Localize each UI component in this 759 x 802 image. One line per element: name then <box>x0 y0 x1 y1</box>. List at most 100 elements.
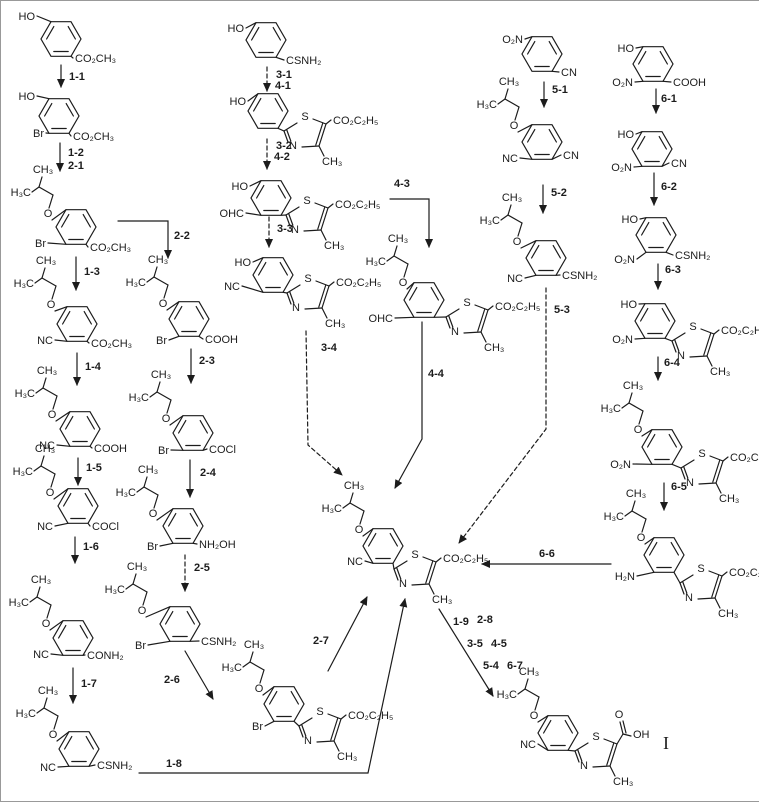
svg-text:CO₂C₂H₅: CO₂C₂H₅ <box>336 277 381 289</box>
svg-text:S: S <box>304 273 311 285</box>
svg-text:H₃C: H₃C <box>11 187 31 199</box>
svg-text:COCl: COCl <box>209 444 236 456</box>
step-label-1-5: 1-5 <box>86 462 102 474</box>
svg-text:CH₃: CH₃ <box>37 365 57 377</box>
svg-text:CSNH₂: CSNH₂ <box>97 760 132 772</box>
svg-text:CH₃: CH₃ <box>718 608 738 620</box>
step-label-1-8: 1-8 <box>166 758 182 770</box>
svg-text:CO₂C₂H₅: CO₂C₂H₅ <box>443 553 488 565</box>
svg-text:CH₃: CH₃ <box>35 443 55 455</box>
svg-text:CSNH₂: CSNH₂ <box>562 270 597 282</box>
svg-text:NC: NC <box>40 762 56 774</box>
step-label-1-2: 1-2 <box>68 147 84 159</box>
svg-text:N: N <box>304 735 312 747</box>
svg-text:CN: CN <box>671 158 687 170</box>
svg-text:S: S <box>411 549 418 561</box>
step-label-5-1: 5-1 <box>552 84 568 96</box>
svg-text:H₃C: H₃C <box>13 466 33 478</box>
svg-text:H₃C: H₃C <box>105 584 125 596</box>
svg-text:CO₂C₂H₅: CO₂C₂H₅ <box>335 199 380 211</box>
step-label-3-4: 3-4 <box>321 342 338 354</box>
svg-text:Br: Br <box>147 541 158 553</box>
svg-text:HO: HO <box>622 214 639 226</box>
svg-text:O: O <box>48 409 57 421</box>
step-label-4-5: 4-5 <box>491 638 507 650</box>
svg-text:O₂N: O₂N <box>612 334 633 346</box>
svg-text:H₂N: H₂N <box>615 571 635 583</box>
svg-text:N: N <box>686 477 694 489</box>
svg-text:Br: Br <box>156 335 167 347</box>
svg-text:CH₃: CH₃ <box>502 192 522 204</box>
step-label-2-8: 2-8 <box>477 614 493 626</box>
step-label-2-6: 2-6 <box>164 674 180 686</box>
svg-text:O: O <box>399 277 408 289</box>
svg-text:H₃C: H₃C <box>222 662 242 674</box>
svg-text:NC: NC <box>507 273 523 285</box>
svg-text:NC: NC <box>347 556 363 568</box>
svg-text:CO₂C₂H₅: CO₂C₂H₅ <box>721 325 759 337</box>
svg-text:H₃C: H₃C <box>477 99 497 111</box>
svg-text:H₃C: H₃C <box>601 403 621 415</box>
svg-text:S: S <box>697 563 704 575</box>
svg-text:S: S <box>301 111 308 123</box>
svg-text:N: N <box>451 326 459 338</box>
svg-text:O: O <box>637 532 646 544</box>
svg-text:O: O <box>44 208 53 220</box>
svg-text:HO: HO <box>19 11 36 23</box>
svg-text:CO₂CH₃: CO₂CH₃ <box>91 338 132 350</box>
step-label-1-3: 1-3 <box>84 266 100 278</box>
svg-text:CH₃: CH₃ <box>626 488 646 500</box>
svg-text:CH₃: CH₃ <box>344 480 364 492</box>
svg-text:O: O <box>615 709 624 721</box>
svg-text:H₃C: H₃C <box>16 708 36 720</box>
svg-text:CO₂C₂H₅: CO₂C₂H₅ <box>333 115 378 127</box>
svg-text:NC: NC <box>502 153 518 165</box>
svg-text:O: O <box>162 413 171 425</box>
svg-text:O: O <box>42 618 51 630</box>
svg-text:CSNH₂: CSNH₂ <box>201 636 236 648</box>
svg-text:O: O <box>530 710 539 722</box>
svg-text:O: O <box>510 120 519 132</box>
svg-text:NC: NC <box>33 649 49 661</box>
svg-text:O: O <box>138 605 147 617</box>
svg-text:CSNH₂: CSNH₂ <box>286 55 321 67</box>
step-label-6-5: 6-5 <box>671 481 687 493</box>
step-label-1-1: 1-1 <box>69 71 85 83</box>
svg-text:CH₃: CH₃ <box>148 254 168 266</box>
svg-text:CH₃: CH₃ <box>484 342 504 354</box>
svg-text:O₂N: O₂N <box>612 77 633 89</box>
svg-text:O₂N: O₂N <box>502 34 523 46</box>
svg-text:CO₂CH₃: CO₂CH₃ <box>90 242 131 254</box>
step-label-1-6: 1-6 <box>83 541 99 553</box>
svg-text:CH₃: CH₃ <box>322 156 342 168</box>
svg-text:O₂N: O₂N <box>614 254 635 266</box>
svg-text:O: O <box>355 524 364 536</box>
svg-text:CH₃: CH₃ <box>38 685 58 697</box>
svg-text:CH₃: CH₃ <box>388 233 408 245</box>
step-label-6-2: 6-2 <box>661 181 677 193</box>
svg-text:H₃C: H₃C <box>366 256 386 268</box>
svg-text:H₃C: H₃C <box>322 503 342 515</box>
step-label-5-4: 5-4 <box>483 660 500 672</box>
step-label-1-4: 1-4 <box>85 361 102 373</box>
svg-text:O: O <box>47 299 56 311</box>
step-label-1-7: 1-7 <box>81 678 97 690</box>
svg-text:CN: CN <box>561 67 577 79</box>
svg-text:HO: HO <box>232 181 249 193</box>
svg-text:N: N <box>580 760 588 772</box>
svg-text:COCl: COCl <box>92 521 119 533</box>
svg-text:O: O <box>255 683 264 695</box>
step-label-6-3: 6-3 <box>665 264 681 276</box>
step-label-2-1: 2-1 <box>68 160 84 172</box>
